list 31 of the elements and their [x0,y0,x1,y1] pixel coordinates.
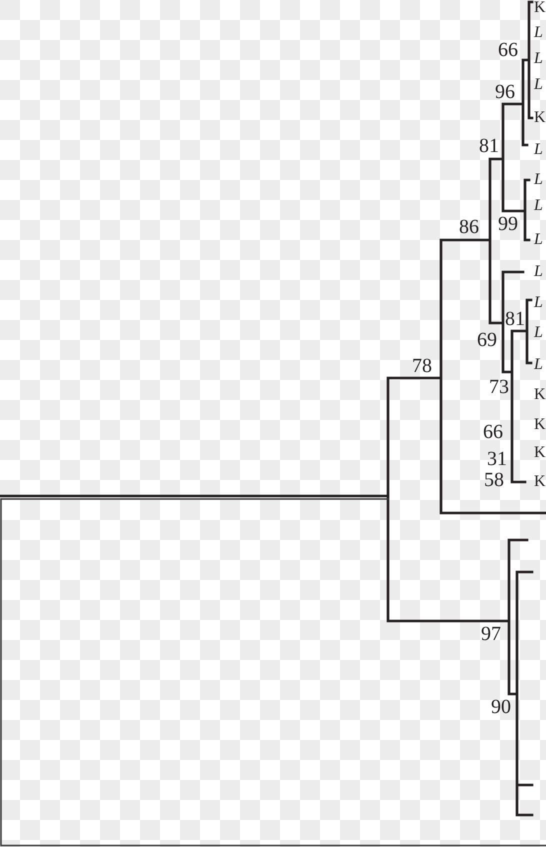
taxon-label: K [534,474,546,490]
support-value: 99 [498,214,518,234]
taxon-label: L [534,264,543,280]
taxon-label: L [534,325,543,341]
support-value: 86 [459,217,479,237]
support-value: 81 [479,136,499,156]
taxon-label: L [534,51,543,67]
taxon-label: L [534,172,543,188]
taxon-label: K [534,445,546,461]
taxon-label: L [534,295,543,311]
taxon-label: L [534,357,543,373]
support-value: 73 [489,377,509,397]
taxon-label: K [534,387,546,403]
support-value: 97 [481,624,501,644]
taxon-label: L [534,25,543,41]
taxon-label: K [534,110,546,126]
taxon-label: L [534,142,543,158]
support-value: 31 [487,449,507,469]
support-value: 58 [484,470,504,490]
taxon-label: K [534,0,546,16]
support-value: 66 [498,40,518,60]
support-value: 78 [412,356,432,376]
support-value: 96 [495,82,515,102]
support-value: 90 [491,697,511,717]
support-value: 69 [477,330,497,350]
taxon-label: L [534,232,543,248]
taxon-label: K [534,417,546,433]
support-value: 66 [483,422,503,442]
support-value: 81 [505,309,525,329]
taxon-label: L [534,198,543,214]
taxon-label: L [534,77,543,93]
